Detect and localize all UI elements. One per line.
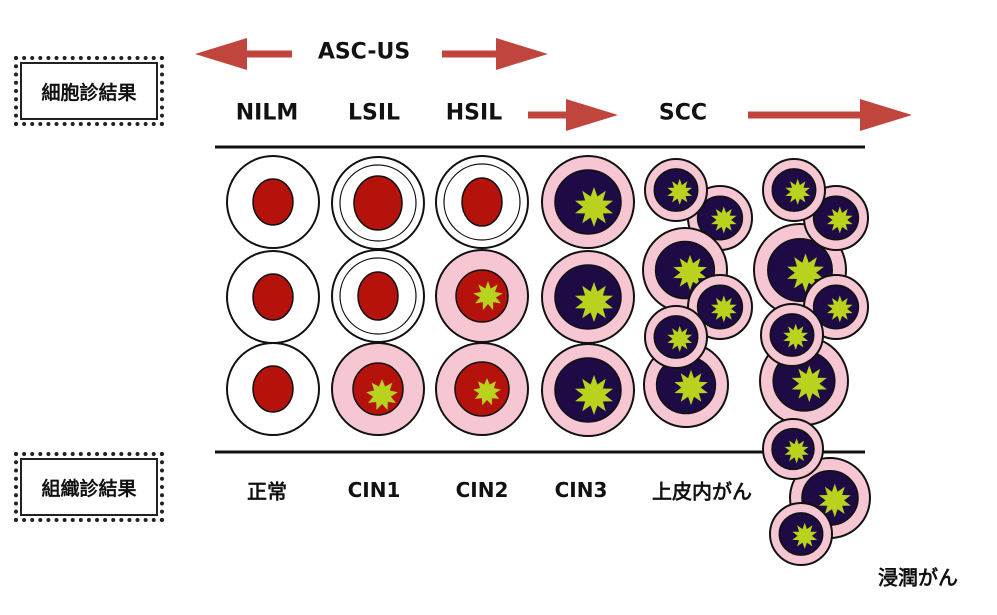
cell-cin3-2 <box>541 250 635 344</box>
cell-cin1-1 <box>331 342 425 436</box>
atypia-star <box>575 375 613 415</box>
histology-result-box: 組織診結果 <box>14 452 164 522</box>
inner-membrane <box>443 163 521 241</box>
histology-cis-label: 上皮内がん <box>652 479 752 504</box>
nucleus <box>252 273 294 321</box>
atypia-star <box>711 295 737 323</box>
atypia-star <box>784 438 809 464</box>
cell-lsil-1 <box>331 156 425 250</box>
atypia-star <box>785 178 811 205</box>
nucleus <box>252 365 294 413</box>
nucleus <box>461 177 503 227</box>
atypia-star <box>667 178 693 205</box>
ascus-left-arrow <box>195 38 292 70</box>
histology-cin1-label: CIN1 <box>347 478 401 502</box>
cell-cin2-1 <box>435 342 529 436</box>
atypia-star <box>783 323 809 350</box>
scc-extend-arrow <box>748 99 912 131</box>
cell-hsil-1 <box>435 155 529 249</box>
cell-hsil-2 <box>435 249 529 343</box>
atypia-star <box>711 206 737 234</box>
cytology-result-box: 細胞診結果 <box>14 56 164 126</box>
cytology-hsil-label: HSIL <box>445 100 503 126</box>
nucleus <box>353 175 403 231</box>
nucleus <box>252 178 294 226</box>
cell-cis-1 <box>644 158 708 222</box>
atypia-star <box>827 206 853 234</box>
atypia-star <box>827 295 853 323</box>
cell-cin3-3 <box>541 343 635 437</box>
atypia-star <box>674 369 708 406</box>
cytology-result-label: 細胞診結果 <box>41 81 137 104</box>
invasive-cancer-label: 浸潤がん <box>878 565 958 590</box>
cell-inv-9 <box>769 502 833 566</box>
atypia-star <box>673 254 707 291</box>
histology-result-label: 組織診結果 <box>41 477 137 500</box>
histology-normal-label: 正常 <box>247 479 287 504</box>
atypia-star <box>473 378 501 406</box>
cell-inv-1 <box>762 158 826 222</box>
cytology-lsil-label: LSIL <box>347 100 401 126</box>
inner-membrane <box>339 257 417 335</box>
atypia-star <box>792 522 818 549</box>
cytology-scc-label: SCC <box>658 100 708 126</box>
ascus-right-arrow <box>442 38 548 70</box>
cell-inv-6 <box>760 303 824 367</box>
cell-normal-2 <box>226 250 320 344</box>
cell-cin3-1 <box>541 155 635 249</box>
histology-cin3-label: CIN3 <box>554 478 608 502</box>
cell-cis-5 <box>644 305 708 369</box>
atypia-star <box>667 325 693 352</box>
atypia-star <box>366 379 398 410</box>
nucleus <box>357 271 399 321</box>
cell-inv-7 <box>762 418 824 480</box>
ascus-label: ASC-US <box>317 39 411 65</box>
atypia-star <box>575 282 613 322</box>
cell-lsil-2 <box>331 249 425 343</box>
hsil-to-scc-arrow <box>528 99 618 131</box>
cytology-nilm-label: NILM <box>235 100 299 126</box>
atypia-star <box>791 365 827 403</box>
cell-normal-1 <box>226 155 320 249</box>
inner-membrane <box>339 164 417 242</box>
atypia-star <box>473 281 503 311</box>
histology-cin2-label: CIN2 <box>455 478 509 502</box>
atypia-star <box>818 483 851 518</box>
atypia-star <box>575 187 613 227</box>
cell-normal-3 <box>226 342 320 436</box>
